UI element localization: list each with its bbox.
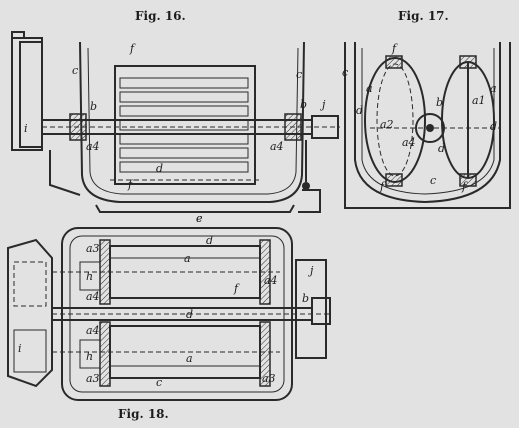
fig17-label-b: b (436, 96, 443, 109)
fig18-label-a4: a4 (86, 290, 100, 303)
fig18-label-j: j (307, 264, 314, 277)
fig16-label-e: e (196, 212, 203, 225)
fig16-drum (114, 65, 256, 185)
fig18-label-c: c (196, 212, 202, 225)
fig18-label-h: h (86, 270, 93, 283)
fig17-label-c: c (430, 174, 436, 187)
fig17-label-a: a (490, 82, 497, 95)
fig17-drum-left (364, 57, 426, 183)
fig17-frame (344, 42, 511, 209)
fig16-shaft-end (311, 115, 339, 139)
fig17-trough (354, 42, 501, 204)
fig18-label-a3: a3 (86, 372, 100, 385)
fig18-caption: Fig. 18. (118, 407, 169, 421)
fig18-label-a: a (186, 352, 193, 365)
fig17-label-f: f (391, 42, 398, 55)
fig18-label-c: c (156, 376, 162, 389)
fig17-label-d: d (438, 142, 445, 155)
fig17-label-d: d (356, 104, 363, 117)
fig16-label-c: c (72, 64, 78, 77)
fig18-label-h: h (86, 350, 93, 363)
fig18-label-a4: a4 (264, 274, 278, 287)
fig18-label-a3: a3 (262, 372, 276, 385)
fig18-drive-bracket (295, 259, 327, 359)
fig16-caption: Fig. 16. (135, 9, 186, 23)
fig18-label-d: d (186, 308, 193, 321)
fig17-label-a4: a4 (402, 136, 416, 149)
fig16-bearing-right (284, 113, 302, 141)
fig17-label-d: d (490, 120, 497, 133)
fig17-label-c: c (342, 66, 348, 79)
fig18-label-b: b (302, 292, 309, 305)
fig16-label-a4: a4 (270, 140, 284, 153)
fig18-label-i: i (18, 342, 22, 355)
fig16-label-d: d (156, 162, 163, 175)
fig16-trough (79, 41, 305, 203)
fig16-label-f: f (129, 42, 136, 55)
fig16-label-b: b (90, 100, 97, 113)
fig18-gear-housing (7, 238, 53, 388)
figure-18: Fig. 18. c d a a3 h a4 f (7, 212, 331, 421)
fig17-label-a1: a1 (472, 94, 486, 107)
fig18-label-a3: a3 (86, 242, 100, 255)
fig18-label-f: f (233, 282, 240, 295)
fig18-label-d: d (206, 234, 213, 247)
fig16-label-c: c (296, 68, 302, 81)
fig16-label-f: f (127, 178, 134, 191)
fig16-label-j: j (319, 98, 326, 111)
fig17-label-a: a (366, 82, 373, 95)
fig18-label-a: a (184, 252, 191, 265)
fig17-caption: Fig. 17. (398, 9, 449, 23)
figure-16: Fig. 16. c c f (11, 9, 340, 225)
fig16-label-a4: a4 (86, 140, 100, 153)
fig17-label-f: f (461, 180, 468, 193)
figure-17: Fig. 17. c f a a a1 a2 a4 b d d d c f f (342, 9, 511, 209)
fig16-label-b: b (300, 98, 307, 111)
fig18-label-a4: a4 (86, 324, 100, 337)
fig17-label-f: f (379, 180, 386, 193)
fig16-drum-slats (119, 77, 249, 173)
fig16-bearing-left (69, 113, 87, 141)
fig16-label-i: i (24, 122, 28, 135)
fig17-label-a2: a2 (380, 118, 394, 131)
